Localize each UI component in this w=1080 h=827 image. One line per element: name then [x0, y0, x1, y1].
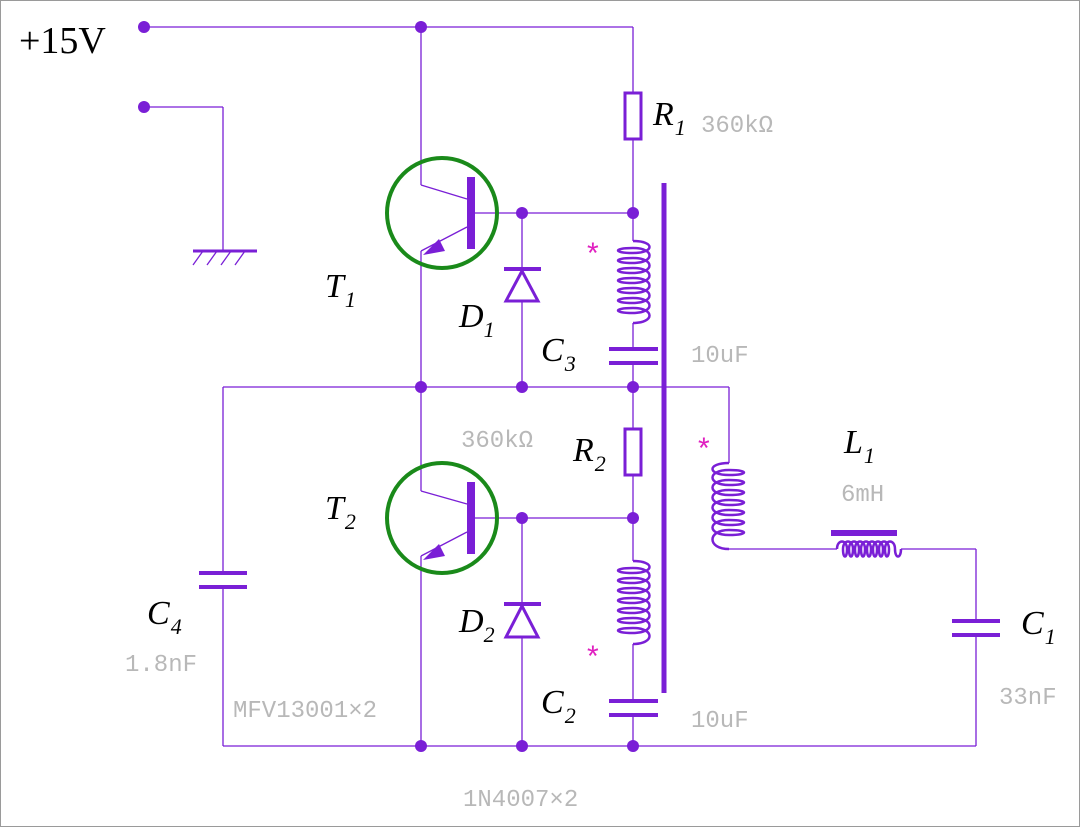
r2-value: 360kΩ [461, 428, 533, 455]
t2-label: T2 [325, 490, 356, 534]
c1-value: 33nF [999, 685, 1057, 712]
d1-label: D1 [458, 298, 495, 342]
transistor-part-label: MFV13001×2 [233, 698, 377, 725]
ground-symbol [192, 249, 257, 266]
l1-value: 6mH [841, 482, 884, 509]
transistor-t1-symbol [385, 156, 499, 270]
winding-upper [616, 239, 651, 325]
c3-label: C3 [541, 332, 576, 376]
c2-label: C2 [541, 684, 576, 728]
capacitor-c2-symbol [609, 699, 658, 717]
r2-label: R2 [572, 432, 606, 476]
resistor-r1-body [623, 91, 643, 141]
diode-part-label: 1N4007×2 [463, 787, 578, 814]
diode-d2-symbol [503, 602, 541, 639]
supply-label: +15V [19, 20, 106, 62]
junction-dots [138, 21, 639, 752]
capacitor-c3-symbol [609, 347, 658, 365]
transistor-t2-symbol [385, 461, 499, 575]
terminal-ground [138, 101, 150, 113]
c3-value: 10uF [691, 343, 749, 370]
c2-value: 10uF [691, 708, 749, 735]
capacitor-c1-symbol [952, 619, 1000, 637]
wires [144, 26, 977, 747]
terminal-supply [138, 21, 150, 33]
r1-label: R1 [652, 96, 686, 140]
winding-lower [616, 559, 651, 646]
capacitor-c4-symbol [199, 571, 247, 589]
c4-label: C4 [147, 595, 182, 639]
l1-label: L1 [843, 424, 875, 468]
polarity-mark-secondary: * [698, 432, 710, 465]
polarity-mark-lower: * [587, 640, 599, 673]
inductor-l1-symbol [831, 530, 903, 558]
r1-value: 360kΩ [701, 113, 773, 140]
c4-value: 1.8nF [125, 652, 197, 679]
d2-label: D2 [458, 603, 495, 647]
diode-d1-symbol [503, 267, 541, 303]
c1-label: C1 [1021, 605, 1056, 649]
t1-label: T1 [325, 268, 356, 312]
winding-secondary [711, 461, 746, 551]
polarity-mark-upper: * [587, 237, 599, 270]
resistor-r2-body [623, 427, 643, 477]
